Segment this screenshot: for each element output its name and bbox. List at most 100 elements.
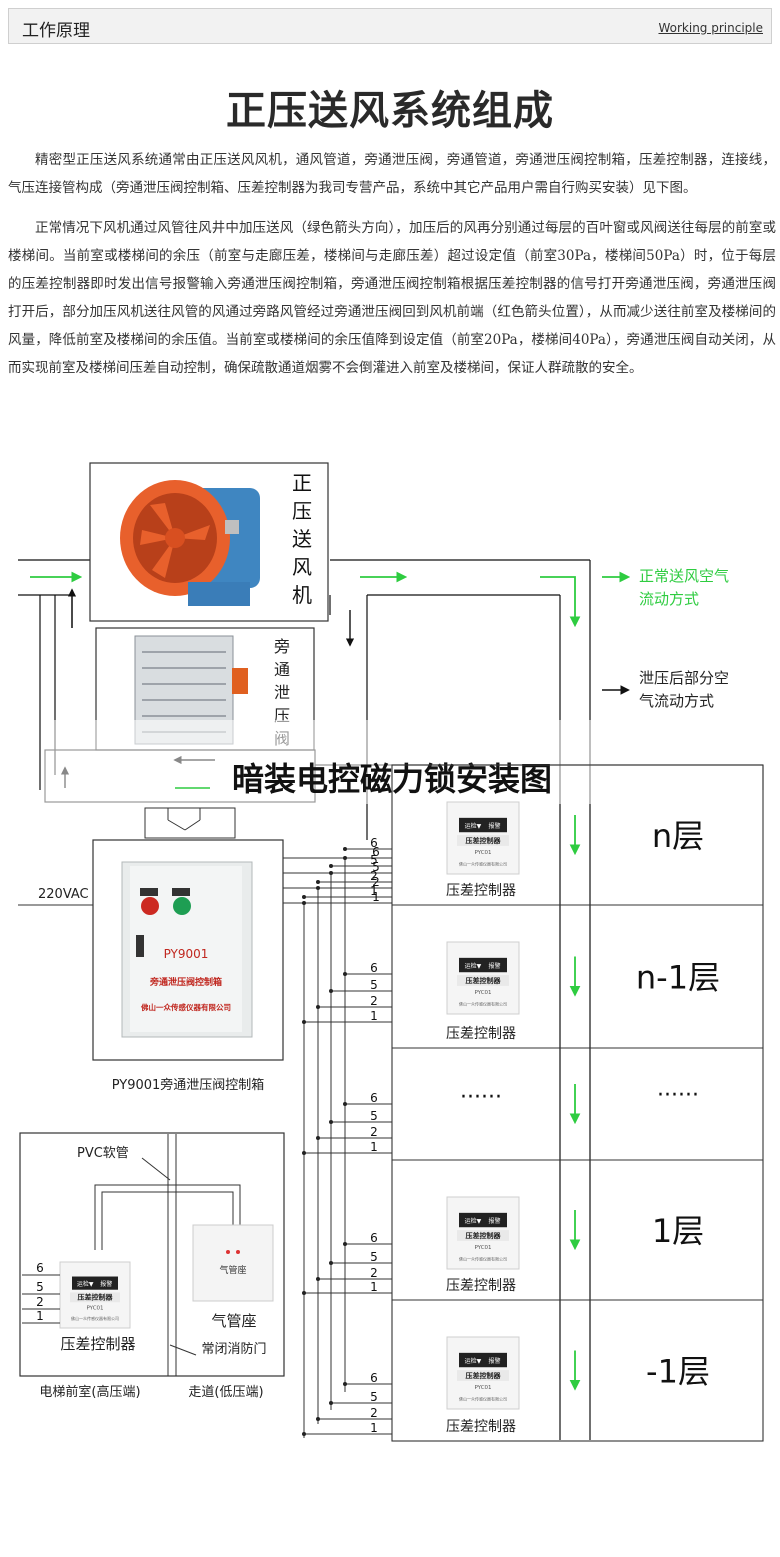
watermark-band (45, 720, 763, 804)
svg-text:压差控制器: 压差控制器 (466, 1231, 502, 1240)
wire-number: 5 (370, 978, 378, 992)
wire-number: 2 (370, 1125, 378, 1139)
svg-text:压差控制器: 压差控制器 (78, 1293, 114, 1302)
svg-text:佛山一众传感仪器有限公司: 佛山一众传感仪器有限公司 (459, 1395, 507, 1401)
svg-text:佛山一众传感仪器有限公司: 佛山一众传感仪器有限公司 (71, 1315, 119, 1321)
svg-text:报警: 报警 (489, 822, 501, 830)
floor-label: n-1层 (636, 959, 720, 997)
wire-number: 6 (370, 1231, 378, 1245)
svg-text:运检▼: 运检▼ (465, 962, 482, 970)
svg-text:报警: 报警 (489, 1217, 501, 1225)
ellipsis-label: ······ (460, 1085, 502, 1110)
svg-text:佛山一众传感仪器有限公司: 佛山一众传感仪器有限公司 (459, 1000, 507, 1006)
box-name-label: 旁通泄压阀控制箱 (149, 976, 222, 988)
wire-number: 2 (370, 1266, 378, 1280)
svg-text:压差控制器: 压差控制器 (466, 976, 502, 985)
svg-text:气管座: 气管座 (219, 1264, 246, 1276)
svg-text:PYC01: PYC01 (474, 990, 491, 996)
wire-number: 5 (370, 853, 378, 867)
green-lamp-icon (173, 897, 191, 915)
wire-number: 1 (370, 1421, 378, 1435)
door-label: 常闭消防门 (201, 1341, 266, 1357)
elevator-label: 电梯前室(高压端) (39, 1384, 140, 1400)
legend-black-text: 泄压后部分空 气流动方式 (639, 669, 734, 710)
fan-label: 正 压 送 风 机 (292, 471, 318, 607)
wire-number: 1 (36, 1309, 44, 1323)
box-caption: PY9001旁通泄压阀控制箱 (112, 1077, 265, 1093)
wire-number: 2 (370, 1406, 378, 1420)
wire-number: 5 (370, 1250, 378, 1264)
svg-text:运检▼: 运检▼ (465, 822, 482, 830)
page-title: 正压送风系统组成 (226, 88, 554, 134)
wire-number: 6 (372, 845, 380, 859)
svg-text:压差控制器: 压差控制器 (466, 836, 502, 845)
wire-number: 5 (370, 1390, 378, 1404)
box-company-label: 佛山一众传感仪器有限公司 (140, 1002, 231, 1012)
working-principle-link[interactable]: Working principle (658, 21, 763, 35)
svg-text:PYC01: PYC01 (474, 1245, 491, 1251)
pressure-controller-label: 压差控制器 (446, 1419, 516, 1435)
wire-number: 6 (370, 1371, 378, 1385)
floor-label: ······ (657, 1083, 699, 1108)
svg-text:PYC01: PYC01 (474, 1385, 491, 1391)
wire-number: 6 (370, 836, 378, 850)
svg-text:佛山一众传感仪器有限公司: 佛山一众传感仪器有限公司 (459, 860, 507, 866)
wire-number: 2 (372, 875, 380, 889)
floor-label: -1层 (646, 1353, 710, 1391)
red-lamp-icon (141, 897, 159, 915)
pressure-controller-label: 压差控制器 (446, 883, 516, 899)
floor-label: 1层 (652, 1212, 704, 1250)
box-model-label: PY9001 (164, 947, 209, 961)
wire-number: 5 (372, 860, 380, 874)
pvc-label: PVC软管 (77, 1146, 129, 1161)
wire-number: 2 (370, 994, 378, 1008)
wire-number: 2 (370, 869, 378, 883)
control-box: PY9001 旁通泄压阀控制箱 佛山一众传感仪器有限公司 (92, 807, 284, 1061)
pressure-controller-label: 压差控制器 (60, 1335, 135, 1353)
fan-unit: 正 压 送 风 机 (89, 462, 329, 622)
svg-text:运检▼: 运检▼ (465, 1357, 482, 1365)
pressure-controller-label: 压差控制器 (446, 1278, 516, 1294)
voltage-label: 220VAC (38, 887, 89, 902)
svg-text:运检▼: 运检▼ (465, 1217, 482, 1225)
wire-number: 1 (370, 1009, 378, 1023)
svg-text:PYC01: PYC01 (474, 850, 491, 856)
floor-grid (391, 764, 764, 1442)
wire-number: 6 (370, 1091, 378, 1105)
svg-text:PYC01: PYC01 (86, 1306, 103, 1312)
wiring-bus (283, 857, 392, 1438)
wire-number: 1 (370, 1280, 378, 1294)
svg-text:报警: 报警 (100, 1280, 112, 1288)
wire-number: 5 (36, 1280, 44, 1294)
wire-number: 1 (370, 884, 378, 898)
wire-number: 1 (372, 890, 380, 904)
fan-blade-icon (140, 503, 210, 578)
wire-number: 5 (370, 1109, 378, 1123)
wire-number: 1 (370, 1140, 378, 1154)
air-seat-device (192, 1224, 274, 1302)
principle-paragraph: 正常情况下风机通过风管往风井中加压送风（绿色箭头方向），加压后的风再分别通过每层… (8, 220, 776, 376)
green-arrow-down (540, 576, 581, 628)
wire-number: 6 (36, 1261, 44, 1275)
air-seat-label: 气管座 (211, 1312, 256, 1330)
svg-text:报警: 报警 (489, 962, 501, 970)
svg-text:佛山一众传感仪器有限公司: 佛山一众传感仪器有限公司 (459, 1255, 507, 1261)
floor-label: n层 (652, 817, 704, 855)
section-title: 工作原理 (22, 21, 90, 41)
wire-number: 2 (36, 1295, 44, 1309)
pressure-controller-label: 压差控制器 (446, 1026, 516, 1042)
legend-green-text: 正常送风空气 流动方式 (639, 567, 734, 608)
corridor-label: 走道(低压端) (188, 1385, 263, 1400)
wire-number: 6 (370, 961, 378, 975)
svg-text:运检▼: 运检▼ (77, 1280, 94, 1288)
svg-text:压差控制器: 压差控制器 (466, 1371, 502, 1380)
svg-text:报警: 报警 (489, 1357, 501, 1365)
intro-paragraph: 精密型正压送风系统通常由正压送风风机，通风管道，旁通泄压阀，旁通管道，旁通泄压阀… (8, 152, 776, 196)
